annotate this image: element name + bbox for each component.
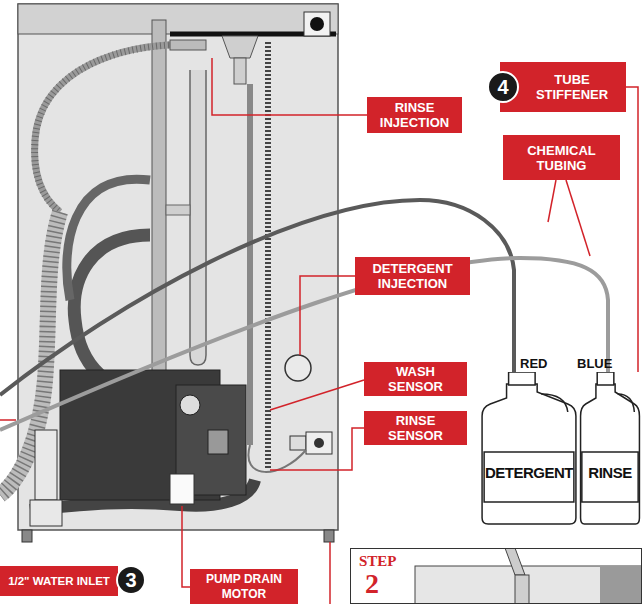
step-heading: STEP [359, 553, 397, 569]
leader-line [626, 87, 638, 372]
callout-text: RINSE INJECTION [375, 100, 454, 130]
callout-text: PUMP DRAIN MOTOR [198, 572, 290, 602]
jug-label: DETERGENT [485, 464, 573, 481]
callout-text: 4 [497, 76, 508, 99]
chemical-jug: DETERGENT [478, 372, 580, 526]
callout-box: DETERGENT INJECTION [355, 257, 470, 295]
jug-outline [578, 372, 642, 526]
callout-text: 1/2" WATER INLET [8, 574, 110, 589]
step-panel: STEP2 [350, 548, 642, 604]
chemical-jug: RINSE [578, 372, 642, 526]
callout-text: CHEMICAL TUBING [511, 143, 612, 173]
callout-box: CHEMICAL TUBING [503, 135, 620, 180]
jug-outline [478, 372, 580, 526]
tube-color-label: BLUE [577, 356, 612, 371]
callout-text: TUBE STIFFENER [524, 72, 620, 102]
callout-box: WASH SENSOR [364, 362, 467, 396]
callout-box: 1/2" WATER INLET [0, 566, 118, 596]
callout-box: RINSE INJECTION [367, 97, 462, 133]
callout-text: WASH SENSOR [372, 364, 459, 394]
callout-number: 4 [487, 71, 519, 103]
step-number: 2 [359, 569, 379, 599]
callout-text: RINSE SENSOR [372, 413, 459, 443]
leader-connector [626, 87, 638, 372]
callout-number: 3 [116, 565, 146, 595]
callout-box: PUMP DRAIN MOTOR [190, 569, 298, 604]
tube-color-label: RED [520, 356, 547, 371]
callout-box: RINSE SENSOR [364, 411, 467, 445]
callout-text: DETERGENT INJECTION [363, 261, 462, 291]
jug-label: RINSE [588, 464, 631, 481]
callout-text: 3 [125, 569, 136, 592]
